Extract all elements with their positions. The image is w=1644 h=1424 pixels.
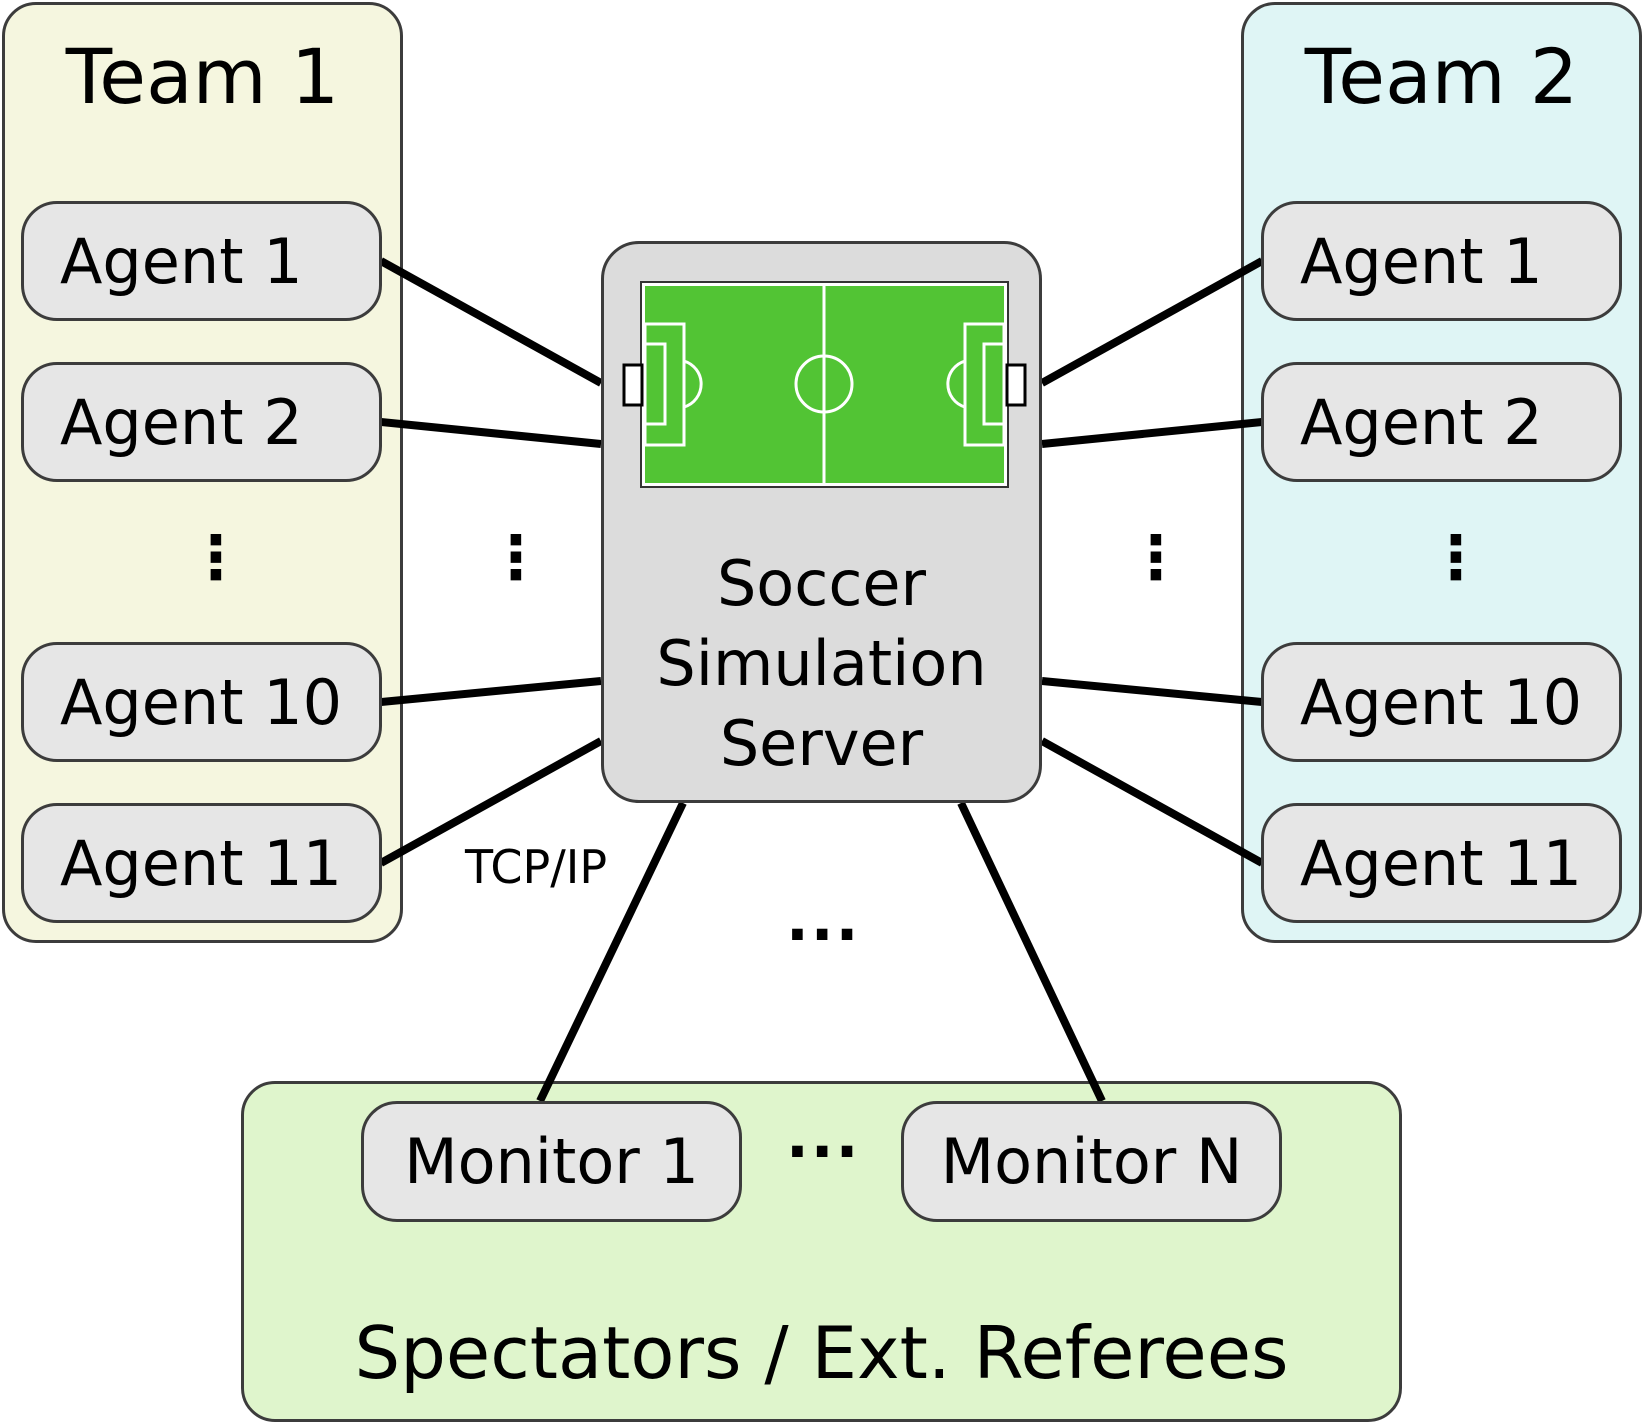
team1-agent-10: Agent 10 <box>21 642 382 762</box>
monitor-label: Monitor N <box>940 1125 1243 1198</box>
monitor-label: Monitor 1 <box>404 1125 699 1198</box>
right-links-ellipsis: ⋮ <box>1126 523 1186 593</box>
server-label-line-2: Simulation <box>656 627 987 700</box>
team-2-title: Team 2 <box>1304 32 1579 121</box>
monitor-n: Monitor N <box>901 1101 1282 1222</box>
link-team2-agent-2 <box>1041 418 1263 448</box>
agent-label: Agent 11 <box>1300 826 1583 900</box>
link-monitor-n <box>957 801 1106 1103</box>
link-team2-agent-1 <box>1040 257 1264 387</box>
tcp-ip-label: TCP/IP <box>465 840 608 894</box>
team2-agent-11: Agent 11 <box>1261 803 1622 923</box>
server-label: Soccer Simulation Server <box>604 544 1039 784</box>
link-team1-agent-11 <box>379 737 603 867</box>
team-1-title: Team 1 <box>65 32 340 121</box>
agent-label: Agent 11 <box>60 826 343 900</box>
link-team2-agent-10 <box>1041 677 1263 706</box>
soccer-simulation-server: Soccer Simulation Server <box>601 241 1042 803</box>
server-label-line-1: Soccer <box>716 547 927 620</box>
link-monitor-1 <box>536 801 687 1103</box>
monitors-ellipsis: ··· <box>786 1117 861 1187</box>
team2-agent-10: Agent 10 <box>1261 642 1622 762</box>
team2-vertical-ellipsis: ⋮ <box>1426 523 1486 593</box>
agent-label: Agent 10 <box>1300 665 1583 739</box>
link-team1-agent-1 <box>379 257 603 387</box>
agent-label: Agent 1 <box>60 224 303 298</box>
team1-agent-2: Agent 2 <box>21 362 382 482</box>
spectators-title: Spectators / Ext. Referees <box>354 1311 1289 1395</box>
team1-vertical-ellipsis: ⋮ <box>186 523 246 593</box>
monitor-links-ellipsis: ··· <box>786 900 861 970</box>
team1-agent-1: Agent 1 <box>21 201 382 321</box>
team1-agent-11: Agent 11 <box>21 803 382 923</box>
team2-agent-1: Agent 1 <box>1261 201 1622 321</box>
soccer-field-icon <box>622 281 1027 488</box>
monitor-1: Monitor 1 <box>361 1101 742 1222</box>
link-team1-agent-2 <box>380 418 602 448</box>
agent-label: Agent 1 <box>1300 224 1543 298</box>
link-team2-agent-11 <box>1040 737 1264 867</box>
left-links-ellipsis: ⋮ <box>486 523 546 593</box>
agent-label: Agent 2 <box>1300 385 1543 459</box>
server-label-line-3: Server <box>719 707 924 780</box>
agent-label: Agent 10 <box>60 665 343 739</box>
team2-agent-2: Agent 2 <box>1261 362 1622 482</box>
link-team1-agent-10 <box>380 677 602 706</box>
agent-label: Agent 2 <box>60 385 303 459</box>
